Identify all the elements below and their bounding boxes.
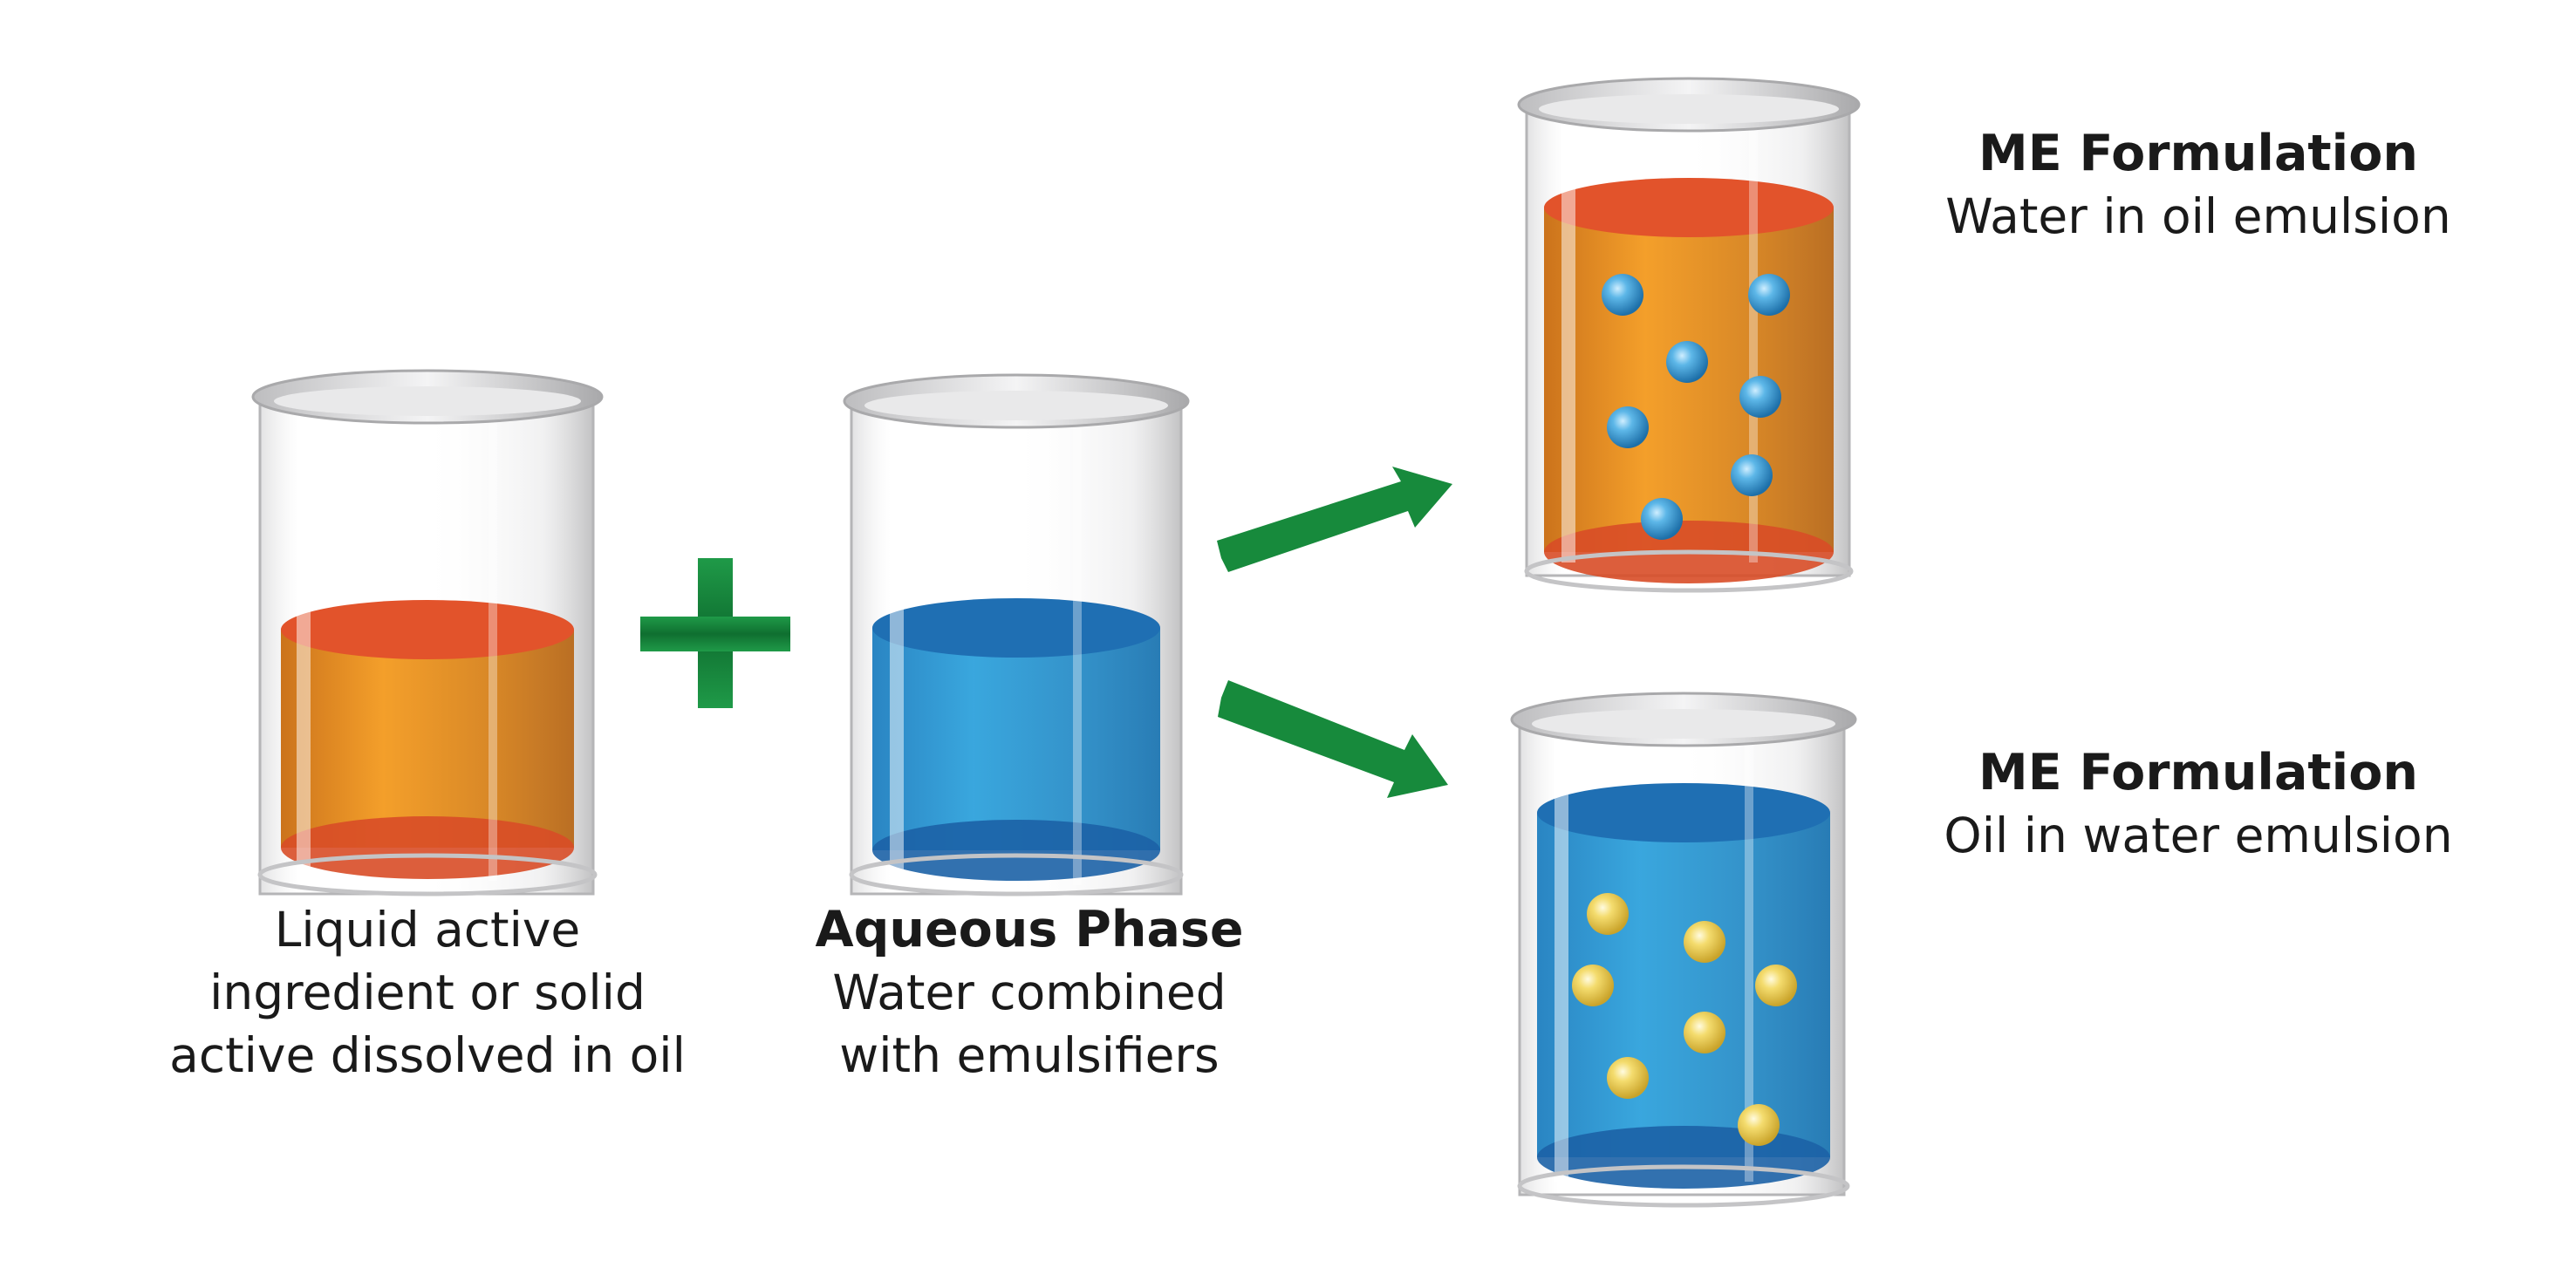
aqueous-phase-caption: Aqueous Phase Water combined with emulsi… [768, 898, 1291, 1087]
caption-title: ME Formulation [1978, 744, 2418, 801]
caption-line: with emulsifiers [839, 1027, 1220, 1083]
oil-droplet [1684, 921, 1725, 963]
plus-icon [640, 558, 790, 708]
caption-subtitle: Water in oil emulsion [1945, 188, 2451, 244]
water-droplet [1748, 274, 1790, 316]
aqueous-phase-beaker [843, 373, 1190, 896]
oil-droplet [1755, 965, 1797, 1006]
water-droplet [1731, 454, 1773, 496]
oil-phase-caption: Liquid active ingredient or solid active… [131, 898, 724, 1087]
oil-phase-beaker [251, 369, 604, 896]
oil-droplet [1738, 1104, 1780, 1146]
water-droplet [1739, 376, 1781, 418]
oil-droplet [1572, 965, 1614, 1006]
water-droplet [1602, 274, 1643, 316]
caption-line: Water combined [832, 965, 1227, 1020]
water-droplet [1607, 406, 1649, 448]
oil-droplet [1684, 1012, 1725, 1053]
water-in-oil-beaker [1517, 77, 1861, 593]
caption-subtitle: Oil in water emulsion [1944, 808, 2453, 863]
arrow-right-down-icon [1218, 680, 1448, 798]
caption-title: ME Formulation [1978, 125, 2418, 182]
caption-title: Aqueous Phase [815, 901, 1244, 958]
oil-in-water-beaker [1510, 692, 1857, 1208]
caption-line: ingredient or solid [209, 965, 646, 1020]
oil-in-water-caption: ME Formulation Oil in water emulsion [1893, 741, 2504, 867]
water-in-oil-caption: ME Formulation Water in oil emulsion [1893, 122, 2504, 248]
arrow-right-up-icon [1217, 467, 1452, 572]
oil-droplet [1587, 893, 1629, 935]
water-droplet [1666, 341, 1708, 383]
caption-line: active dissolved in oil [169, 1027, 686, 1083]
water-droplets [1602, 274, 1790, 540]
oil-droplets [1572, 893, 1797, 1146]
caption-line: Liquid active [274, 902, 581, 958]
water-droplet [1641, 498, 1683, 540]
oil-droplet [1607, 1057, 1649, 1099]
